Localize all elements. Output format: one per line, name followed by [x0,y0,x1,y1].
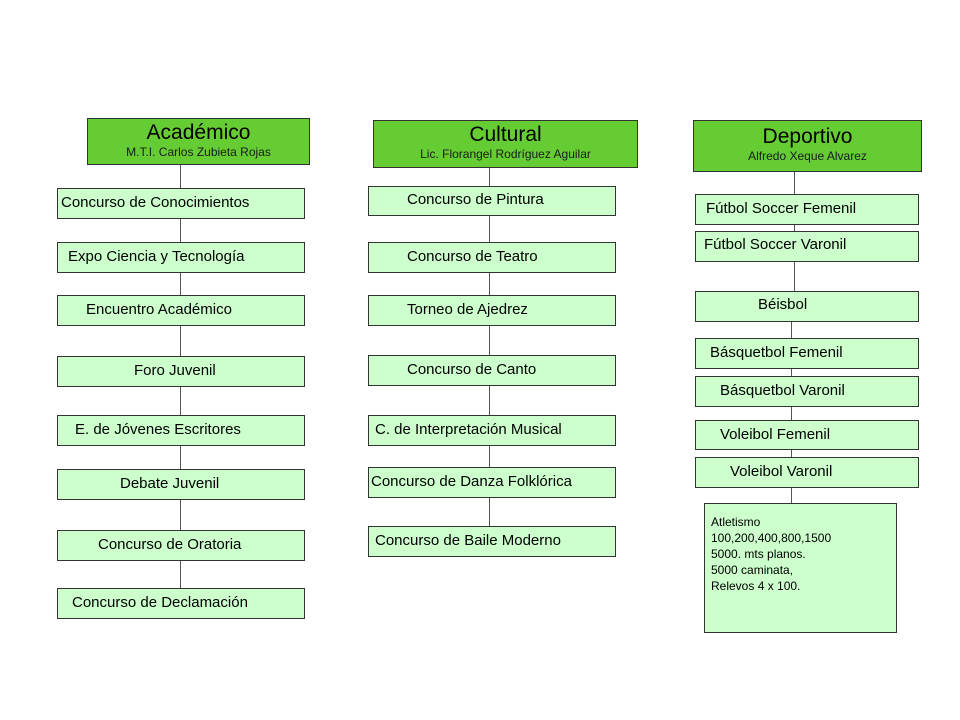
header-academico: Académico M.T.I. Carlos Zubieta Rojas [87,118,310,165]
box-concurso-conocimientos: Concurso de Conocimientos [57,188,305,219]
box-interpretacion-musical: C. de Interpretación Musical [368,415,616,446]
box-voleibol-varonil: Voleibol Varonil [695,457,919,488]
header-cultural-title: Cultural [469,123,542,146]
box-expo-ciencia: Expo Ciencia y Tecnología [57,242,305,273]
connector-cultural [489,168,490,528]
header-academico-subtitle: M.T.I. Carlos Zubieta Rojas [126,145,271,159]
box-concurso-canto: Concurso de Canto [368,355,616,386]
header-deportivo-subtitle: Alfredo Xeque Alvarez [748,149,867,163]
box-foro-juvenil: Foro Juvenil [57,356,305,387]
box-encuentro-academico: Encuentro Académico [57,295,305,326]
header-deportivo-title: Deportivo [762,125,853,148]
box-debate-juvenil: Debate Juvenil [57,469,305,500]
box-baile-moderno: Concurso de Baile Moderno [368,526,616,557]
box-concurso-declamacion: Concurso de Declamación [57,588,305,619]
box-futbol-varonil: Fútbol Soccer Varonil [695,231,919,262]
header-cultural-subtitle: Lic. Florangel Rodríguez Aguilar [420,147,591,161]
box-basquetbol-femenil: Básquetbol Femenil [695,338,919,369]
box-danza-folklorica: Concurso de Danza Folklórica [368,467,616,498]
box-futbol-femenil: Fútbol Soccer Femenil [695,194,919,225]
box-beisbol: Béisbol [695,291,919,322]
box-concurso-oratoria: Concurso de Oratoria [57,530,305,561]
box-voleibol-femenil: Voleibol Femenil [695,420,919,450]
header-deportivo: Deportivo Alfredo Xeque Alvarez [693,120,922,172]
box-atletismo: Atletismo 100,200,400,800,1500 5000. mts… [704,503,897,633]
box-concurso-teatro: Concurso de Teatro [368,242,616,273]
box-basquetbol-varonil: Básquetbol Varonil [695,376,919,407]
header-academico-title: Académico [146,121,251,144]
header-cultural: Cultural Lic. Florangel Rodríguez Aguila… [373,120,638,168]
box-torneo-ajedrez: Torneo de Ajedrez [368,295,616,326]
box-jovenes-escritores: E. de Jóvenes Escritores [57,415,305,446]
box-concurso-pintura: Concurso de Pintura [368,186,616,216]
